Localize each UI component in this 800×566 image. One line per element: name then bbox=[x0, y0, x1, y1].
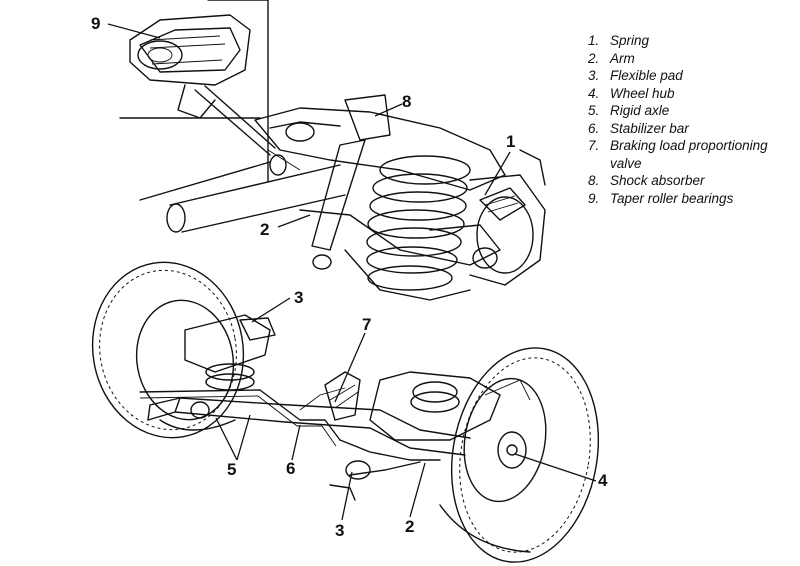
callout-8: 8 bbox=[402, 92, 411, 111]
callout-7: 7 bbox=[362, 315, 371, 334]
legend-text: Spring bbox=[610, 33, 650, 48]
callout-2-upper: 2 bbox=[260, 220, 269, 239]
upper-suspension-assembly bbox=[119, 94, 546, 301]
callout-2-lower: 2 bbox=[405, 517, 414, 536]
legend-text: Taper roller bearings bbox=[610, 190, 734, 206]
legend-item: 3. Flexible pad bbox=[588, 67, 788, 85]
callouts: 9 8 1 2 3 7 5 6 4 3 2 bbox=[91, 14, 608, 540]
legend-text: Shock absorber bbox=[610, 173, 705, 188]
callout-5: 5 bbox=[227, 460, 236, 479]
callout-4: 4 bbox=[598, 471, 608, 490]
legend-item: 1. Spring bbox=[588, 32, 788, 50]
legend-item: 4. Wheel hub bbox=[588, 85, 788, 103]
legend-text: Wheel hub bbox=[610, 85, 675, 101]
callout-6: 6 bbox=[286, 459, 295, 478]
legend-item: 9. Taper roller bearings bbox=[588, 190, 788, 208]
inset-bearing-detail bbox=[129, 0, 276, 183]
legend-item: 6. Stabilizer bar bbox=[588, 120, 788, 138]
legend-number: 5. bbox=[588, 103, 600, 118]
legend-text: Rigid axle bbox=[610, 103, 670, 118]
legend-number: 2. bbox=[588, 50, 600, 66]
legend-number: 7. bbox=[588, 138, 600, 153]
legend-text: Stabilizer bar bbox=[610, 120, 689, 136]
legend-number: 9. bbox=[588, 190, 600, 206]
left-wheel bbox=[91, 261, 245, 439]
legend-item: 8. Shock absorber bbox=[588, 172, 788, 190]
callout-9: 9 bbox=[91, 14, 100, 33]
legend-number: 3. bbox=[588, 68, 600, 83]
callout-3-bottom: 3 bbox=[335, 521, 344, 540]
legend-item: 7. Braking load proportioning valve bbox=[588, 137, 788, 172]
callout-3-left: 3 bbox=[294, 288, 303, 307]
callout-1: 1 bbox=[506, 132, 515, 151]
legend-number: 1. bbox=[588, 33, 600, 48]
legend-number: 8. bbox=[588, 173, 600, 188]
legend-number: 4. bbox=[588, 85, 600, 101]
legend-text: Braking load proportioning valve bbox=[610, 138, 768, 171]
coil-spring bbox=[366, 155, 471, 291]
legend-text: Arm bbox=[610, 50, 635, 66]
legend-text: Flexible pad bbox=[610, 68, 683, 83]
legend-number: 6. bbox=[588, 120, 600, 136]
legend-item: 2. Arm bbox=[588, 50, 788, 68]
lower-axle-assembly bbox=[91, 261, 600, 563]
leader-lines bbox=[107, 23, 597, 521]
legend-item: 5. Rigid axle bbox=[588, 102, 788, 120]
right-wheel bbox=[439, 347, 600, 563]
